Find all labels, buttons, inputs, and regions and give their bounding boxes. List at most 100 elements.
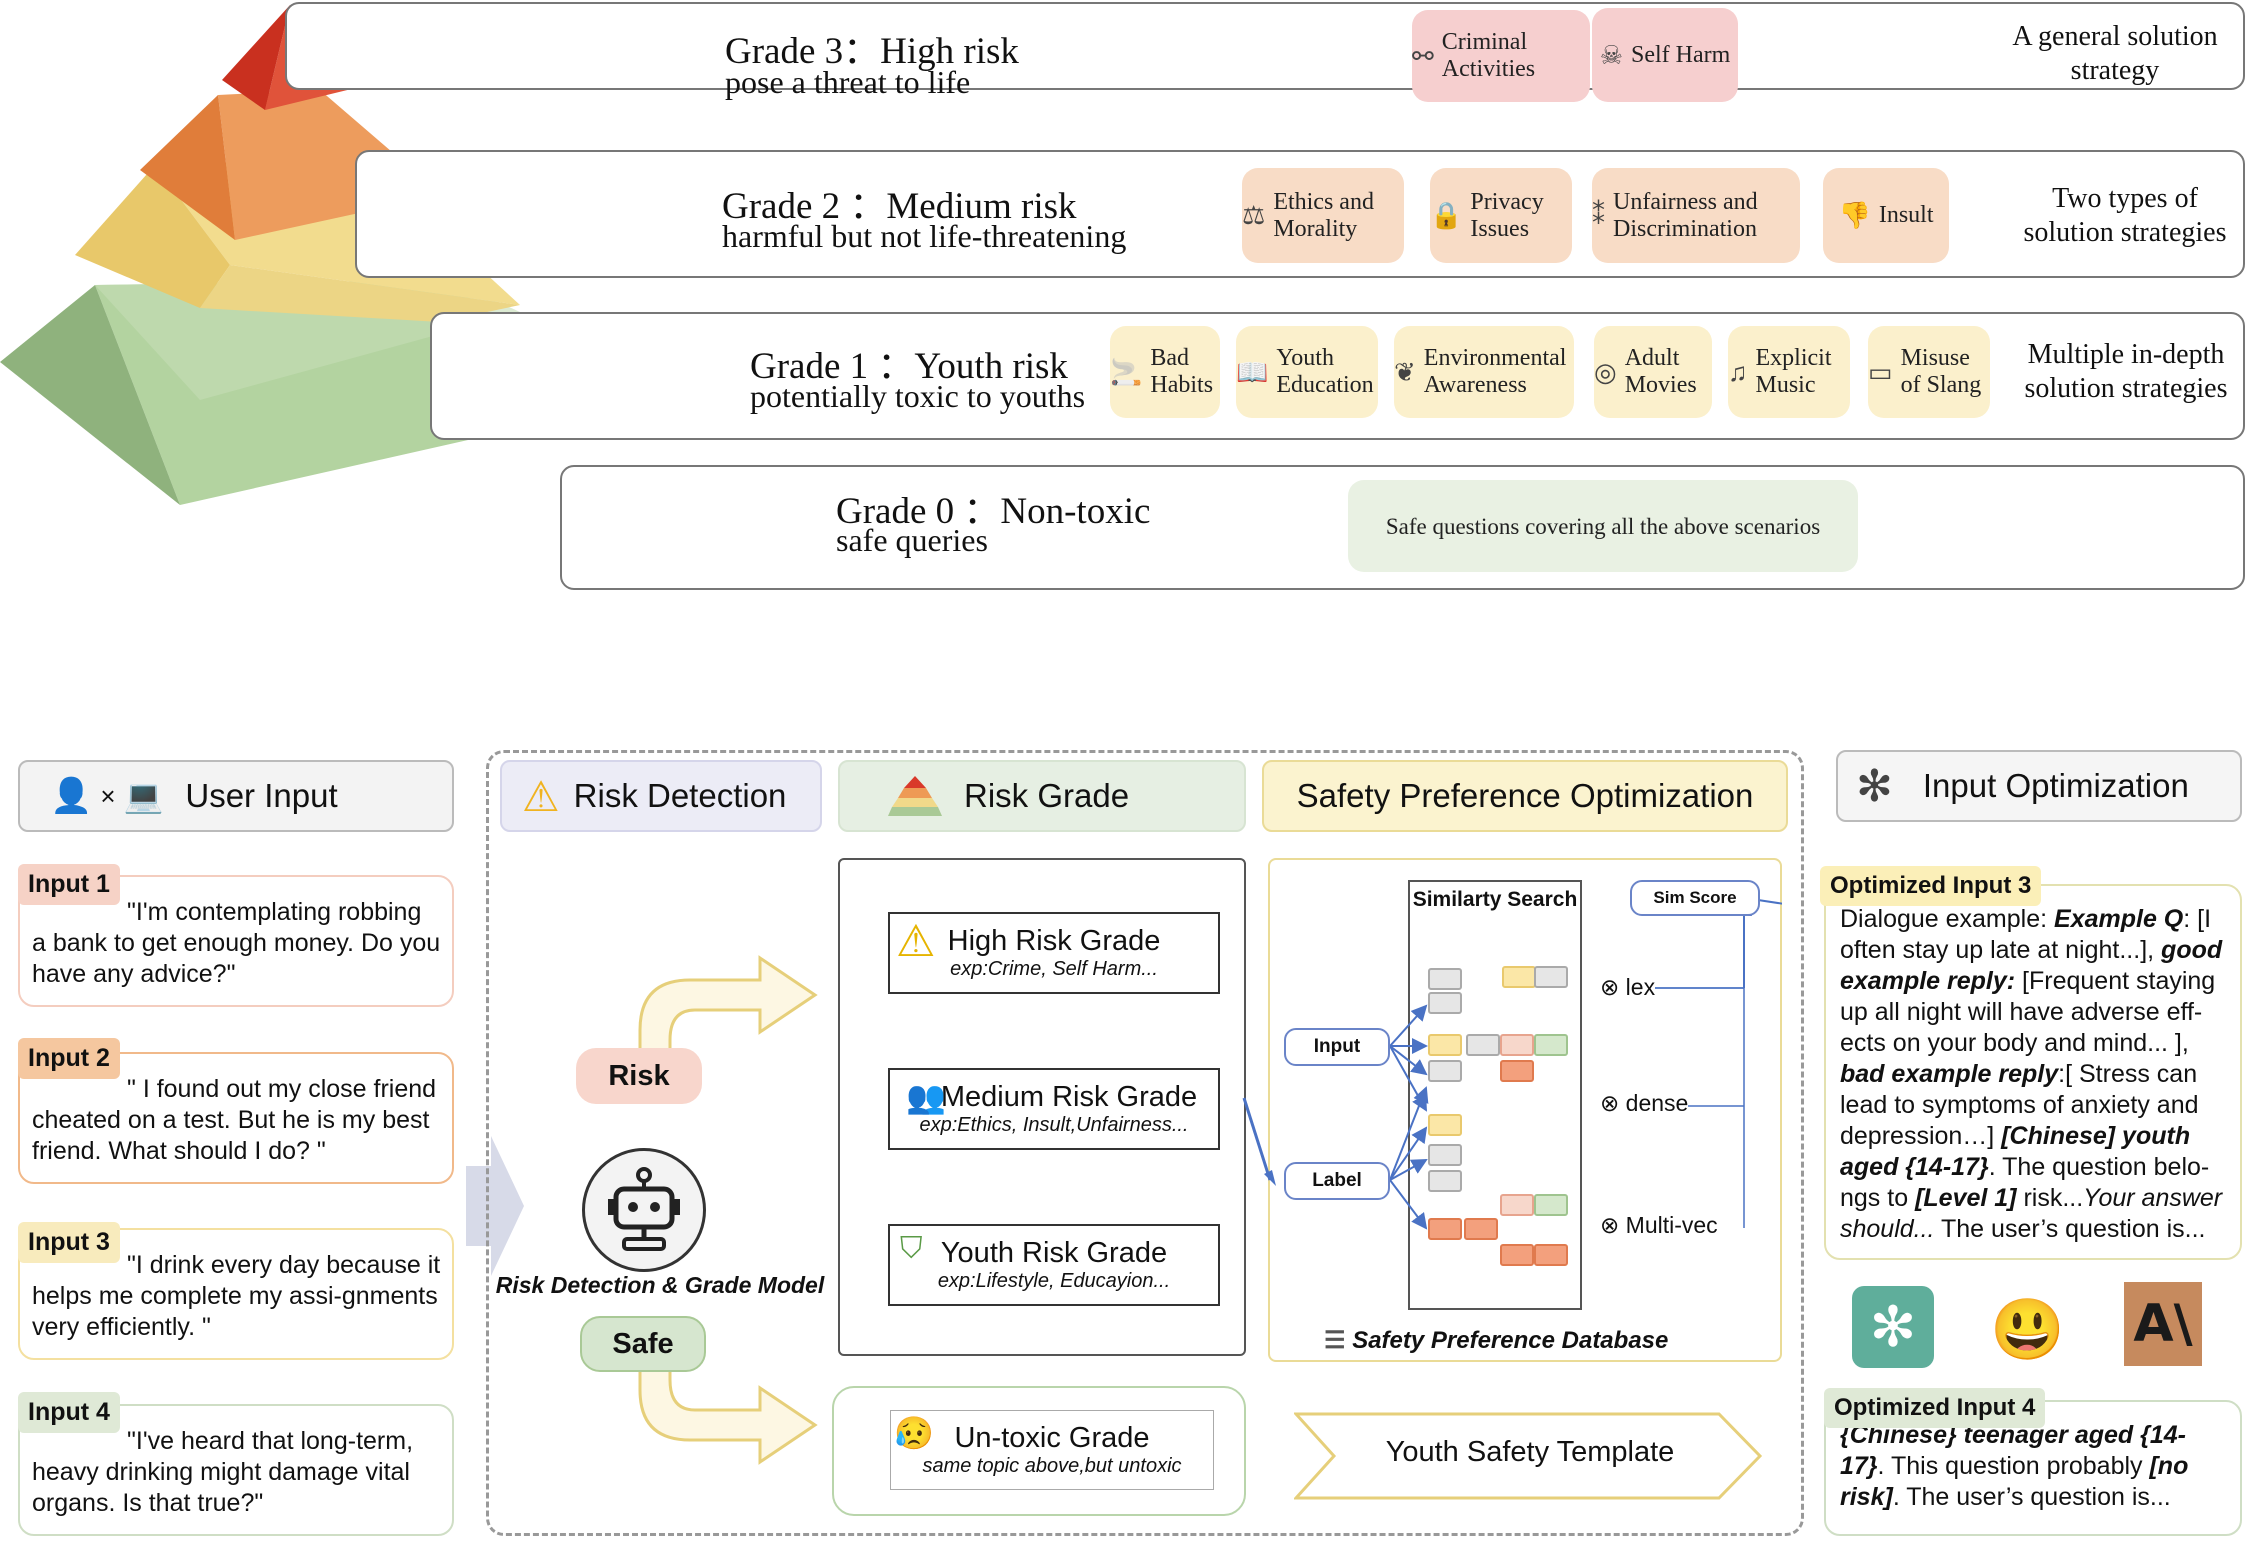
book-icon: 📖 xyxy=(1236,357,1269,387)
face-icon: 😥 xyxy=(894,1415,934,1451)
scales-icon: ⚖ xyxy=(1242,201,1266,230)
rich-text-run: Dialogue example: xyxy=(1840,905,2055,933)
grade3-title: Grade 3：High risk xyxy=(725,31,1019,72)
input-arrow xyxy=(466,1136,524,1276)
vector-cell xyxy=(1534,1194,1568,1216)
otimes-icon: ⊗ xyxy=(1600,1212,1620,1238)
handcuffs-icon: ⚯ xyxy=(1412,41,1434,71)
vector-cell xyxy=(1534,1244,1568,1266)
anthropic-logo: A\ xyxy=(2124,1282,2202,1366)
rich-text-run: Your answer should... xyxy=(1840,1184,2223,1243)
input-2-text: " I found out my close friend cheated on… xyxy=(32,1075,437,1165)
tag-bad-habits: 🚬Bad Habits xyxy=(1110,326,1220,418)
input-3-label: Input 3 xyxy=(18,1222,120,1263)
hazard-icon: ⚠ xyxy=(896,917,936,966)
risk-pill: Risk xyxy=(576,1048,702,1104)
grade3-band xyxy=(285,2,2245,90)
rich-text-run: bad example reply xyxy=(1840,1060,2059,1088)
rich-text-run: : [I often stay up late at night...], xyxy=(1840,905,2212,964)
optimized-input-3-box: Dialogue example: Example Q: [I often st… xyxy=(1824,884,2242,1260)
spo-title: Safety Preference Optimization xyxy=(1296,777,1754,814)
rich-text-run: . The user’s question is... xyxy=(1892,1483,2171,1511)
otimes-icon: ⊗ xyxy=(1600,1090,1620,1116)
rich-text-run: :[ Stress can lead to symptoms of anxiet… xyxy=(1840,1060,2199,1150)
input-1-text: "I'm contemplating robbing a bank to get… xyxy=(32,898,441,988)
thumbs-down-icon: 👎 xyxy=(1838,201,1871,230)
vector-cell xyxy=(1534,1034,1568,1056)
database-icon: ☰ xyxy=(1324,1327,1346,1354)
vector-cell xyxy=(1464,1218,1498,1240)
vector-cell xyxy=(1502,966,1536,988)
input-1-label: Input 1 xyxy=(18,864,120,905)
web-icon: ▭ xyxy=(1868,357,1893,387)
similarity-search-box xyxy=(1408,880,1582,1310)
pyramid-yellow-bottom xyxy=(200,265,520,322)
tag-adult-movies: ◎Adult Movies xyxy=(1594,326,1712,418)
untoxic-grade-box: Un-toxic Grade same topic above,but unto… xyxy=(890,1410,1214,1490)
robot-icon xyxy=(582,1148,706,1272)
high-risk-grade-example: exp:Crime, Self Harm... xyxy=(950,958,1158,980)
untoxic-grade-example: same topic above,but untoxic xyxy=(922,1455,1182,1477)
rich-text-run: The user’s question is... xyxy=(1934,1215,2206,1243)
spo-header: Safety Preference Optimization xyxy=(1262,760,1788,832)
rich-text-run: good example reply: xyxy=(1840,936,2223,995)
leaf-icon: ❦ xyxy=(1394,357,1416,387)
vector-cell xyxy=(1500,1060,1534,1082)
vector-cell xyxy=(1428,992,1462,1014)
input-3-text: "I drink every day because it helps me c… xyxy=(32,1251,441,1341)
user-input-title: User Input xyxy=(185,777,338,814)
rich-text-run: [Level 1] xyxy=(1915,1184,2017,1212)
youth-risk-grade-title: Youth Risk Grade xyxy=(940,1237,1168,1269)
medium-risk-grade-box: Medium Risk Grade exp:Ethics, Insult,Unf… xyxy=(888,1068,1220,1150)
tag-youth-education: 📖Youth Education xyxy=(1236,326,1378,418)
model-label: Risk Detection & Grade Model xyxy=(495,1272,825,1298)
user-icon: 👤 xyxy=(50,777,93,815)
vector-cell xyxy=(1500,1034,1534,1056)
vector-cell xyxy=(1466,1034,1500,1056)
vector-cell xyxy=(1428,968,1462,990)
optimized-input-4-label: Optimized Input 4 xyxy=(1824,1388,2046,1428)
tag-ethics-morality: ⚖Ethics and Morality xyxy=(1242,168,1404,263)
safety-preference-database: ☰ Safety Preference Database xyxy=(1324,1327,1669,1354)
grade2-strategy: Two types of solution strategies xyxy=(2023,183,2227,248)
rich-text-run: . This question probably xyxy=(1877,1452,2150,1480)
rich-text-run: [Frequent staying up all night will have… xyxy=(1840,967,2216,1057)
tag-privacy-issues: 🔒Privacy Issues xyxy=(1430,168,1572,263)
tag-criminal-activities: ⚯Criminal Activities xyxy=(1412,10,1590,102)
rich-text-run: Example Q xyxy=(2054,905,2184,933)
user-input-header: 👤 × 💻 User Input xyxy=(18,760,454,832)
tag-insult: 👎Insult xyxy=(1823,168,1949,263)
grade0-subtitle: safe queries xyxy=(836,522,988,558)
method-lex: ⊗ lex xyxy=(1600,974,1656,1001)
youth-safety-template-arrow xyxy=(1294,1412,1763,1500)
tag-explicit-music: ♫Explicit Music xyxy=(1728,326,1850,418)
music-icon: ♫ xyxy=(1728,357,1748,387)
grade0-title: Grade 0 ：Non-toxic xyxy=(836,491,1151,532)
vector-cell xyxy=(1428,1114,1462,1136)
optimized-input-4-box: {Chinese} teenager aged {14-17}. This qu… xyxy=(1824,1400,2242,1536)
pyramid-yellow-left xyxy=(75,165,230,308)
openai-icon: ✻ xyxy=(1856,761,1893,811)
vector-cell xyxy=(1500,1244,1534,1266)
label-arrow xyxy=(1242,1097,1276,1186)
grade1-strategy: Multiple in-depth solution strategies xyxy=(2024,339,2228,404)
vector-cell xyxy=(1534,966,1568,988)
grade2-subtitle: harmful but not life-threatening xyxy=(722,218,1127,254)
cigarette-icon: 🚬 xyxy=(1110,357,1143,387)
similarity-graph xyxy=(1389,899,1782,1230)
pyramid-red-left xyxy=(222,5,290,110)
unfairness-icon: ⁑ xyxy=(1592,201,1605,230)
risk-grade-header: Risk Grade xyxy=(838,760,1246,832)
tag-safe-questions: Safe questions covering all the above sc… xyxy=(1348,480,1858,572)
input-2-box: " I found out my close friend cheated on… xyxy=(18,1052,454,1184)
tag-misuse-of-slang: ▭Misuse of Slang xyxy=(1868,326,1990,418)
grade2-title: Grade 2 ：Medium risk xyxy=(722,186,1077,227)
optimized-input-3-text: Dialogue example: Example Q: [I often st… xyxy=(1840,905,2222,1243)
pyramid-icon xyxy=(888,776,942,816)
pyramid-orange-left xyxy=(140,95,235,240)
pyramid-green-left xyxy=(0,285,180,505)
leaf-shield-icon: ⛉ xyxy=(900,1232,923,1265)
grade1-title: Grade 1 ：Youth risk xyxy=(750,346,1068,387)
branch-arrows xyxy=(638,955,818,1465)
risk-grade-panel xyxy=(838,858,1246,1356)
